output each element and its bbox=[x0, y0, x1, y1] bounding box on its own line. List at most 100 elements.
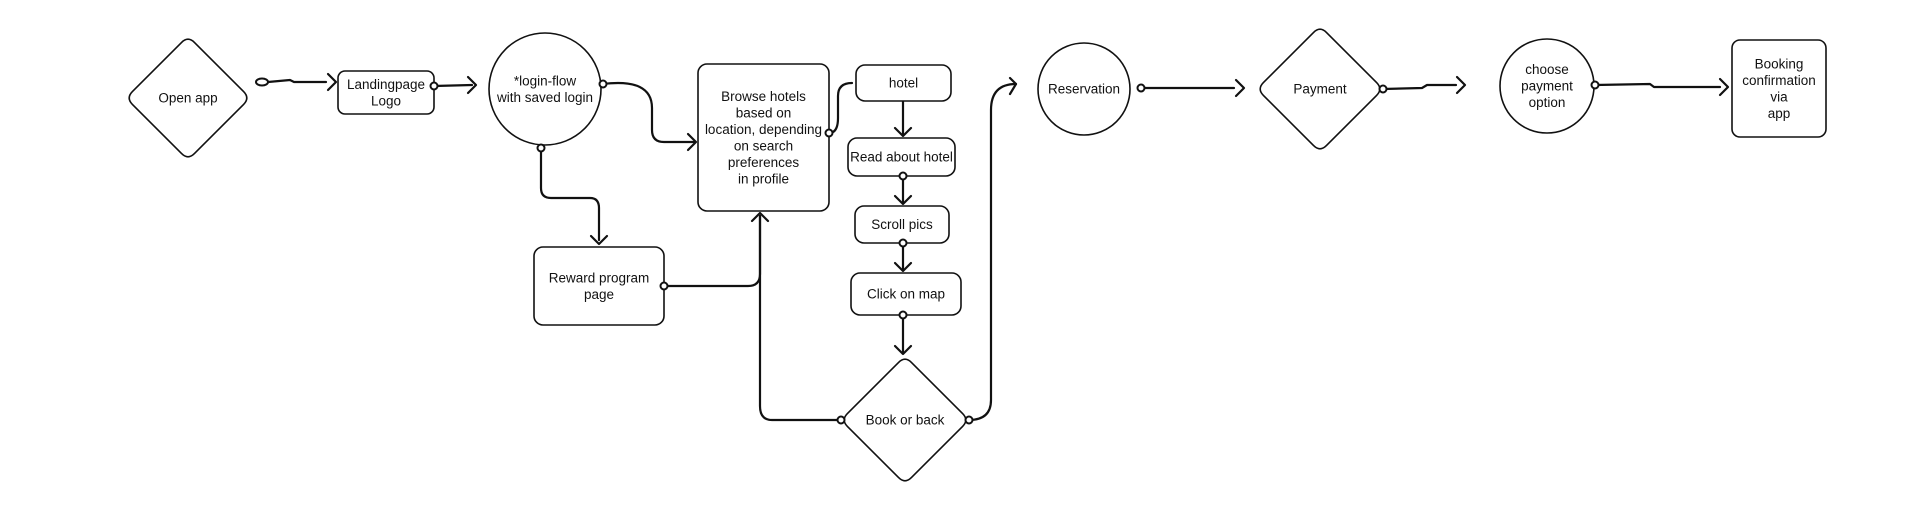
edge-book-or-back-to-reservation bbox=[967, 76, 1018, 422]
edge-reservation-to-payment-start-connector bbox=[1136, 83, 1146, 93]
edge-click-on-map-to-book-or-back-arrowhead bbox=[893, 344, 913, 356]
login-flow-label-line: with saved login bbox=[496, 90, 593, 105]
reservation-label: Reservation bbox=[1048, 82, 1120, 97]
edge-hotel-to-read-about-hotel bbox=[893, 99, 913, 138]
hotel-label-line: hotel bbox=[889, 76, 918, 91]
edge-book-or-back-to-browse-hotels-start-connector bbox=[836, 415, 846, 425]
login-flow-label: *login-flow with saved login bbox=[496, 73, 593, 105]
booking-confirmation-label-line: via bbox=[1770, 89, 1788, 104]
login-flow-label-line: *login-flow bbox=[514, 73, 577, 88]
edge-reward-program-to-browse-hotels-arrowhead bbox=[750, 211, 770, 223]
node-hotel: hotel bbox=[855, 64, 952, 102]
edge-login-flow-to-reward-program-start-connector bbox=[536, 143, 546, 153]
edge-open-app-to-landing-page-start-connector bbox=[255, 77, 269, 87]
payment-diamond bbox=[1259, 28, 1381, 150]
edge-browse-hotels-to-hotel-line bbox=[827, 81, 854, 135]
reward-program-label-line: page bbox=[584, 287, 614, 302]
edge-landing-page-to-login-flow bbox=[432, 75, 478, 95]
edge-login-flow-to-reward-program-arrowhead bbox=[589, 234, 609, 246]
edges-layer bbox=[266, 72, 1730, 422]
booking-confirmation-label-line: Booking bbox=[1755, 56, 1804, 71]
edge-reward-program-to-browse-hotels-line bbox=[662, 214, 762, 288]
scroll-pics-label-line: Scroll pics bbox=[871, 217, 933, 232]
edge-payment-to-choose-payment-start-connector bbox=[1378, 84, 1388, 94]
browse-hotels-label-line: in profile bbox=[738, 171, 789, 186]
edge-book-or-back-to-reservation-arrowhead bbox=[1008, 76, 1018, 96]
edge-login-flow-to-browse-hotels-line bbox=[601, 82, 696, 144]
node-book-or-back: Book or back bbox=[843, 358, 967, 482]
open-app-label: Open app bbox=[158, 91, 217, 106]
edge-open-app-to-landing-page bbox=[266, 72, 338, 92]
edge-login-flow-to-browse-hotels bbox=[601, 82, 698, 152]
choose-payment-label-line: choose bbox=[1525, 62, 1569, 77]
edge-book-or-back-to-reservation-start-connector bbox=[964, 415, 974, 425]
edge-book-or-back-to-browse-hotels-line bbox=[758, 214, 843, 422]
click-on-map-label: Click on map bbox=[867, 287, 945, 302]
scroll-pics-label: Scroll pics bbox=[871, 217, 933, 232]
reservation-label-line: Reservation bbox=[1048, 82, 1120, 97]
edge-click-on-map-to-book-or-back-start-connector bbox=[898, 310, 908, 320]
edge-choose-payment-to-booking-confirmation bbox=[1593, 77, 1730, 97]
reward-program-label-line: Reward program bbox=[549, 270, 650, 285]
browse-hotels-label-line: location, depending bbox=[705, 122, 822, 137]
choose-payment-label-line: option bbox=[1529, 95, 1566, 110]
click-on-map-label-line: Click on map bbox=[867, 287, 945, 302]
booking-confirmation-label-line: confirmation bbox=[1742, 73, 1816, 88]
edge-reward-program-to-browse-hotels bbox=[662, 211, 770, 288]
hotel-label: hotel bbox=[889, 76, 918, 91]
edge-login-flow-to-reward-program bbox=[539, 146, 609, 246]
open-app-label-line: Open app bbox=[158, 91, 217, 106]
edge-reservation-to-payment bbox=[1139, 78, 1246, 98]
edge-read-about-hotel-to-scroll-pics-arrowhead bbox=[893, 194, 913, 206]
edge-open-app-to-landing-page-line bbox=[266, 78, 328, 84]
edge-reservation-to-payment-arrowhead bbox=[1234, 78, 1246, 98]
node-reservation: Reservation bbox=[1037, 42, 1131, 136]
browse-hotels-label-line: preferences bbox=[728, 155, 800, 170]
book-or-back-label: Book or back bbox=[866, 413, 945, 428]
edge-browse-hotels-to-hotel bbox=[827, 81, 854, 135]
edge-read-about-hotel-to-scroll-pics-start-connector bbox=[898, 171, 908, 181]
node-reward-program: Reward program page bbox=[533, 246, 665, 326]
edge-choose-payment-to-booking-confirmation-start-connector bbox=[1590, 80, 1600, 90]
dots-layer bbox=[255, 77, 1600, 425]
node-scroll-pics: Scroll pics bbox=[854, 205, 950, 244]
payment-label-line: Payment bbox=[1293, 82, 1347, 97]
edge-landing-page-to-login-flow-line bbox=[432, 83, 474, 88]
read-about-hotel-label-line: Read about hotel bbox=[850, 150, 953, 165]
edge-login-flow-to-browse-hotels-arrowhead bbox=[686, 132, 698, 152]
edge-payment-to-choose-payment-line bbox=[1381, 83, 1458, 91]
edge-landing-page-to-login-flow-arrowhead bbox=[466, 75, 478, 95]
browse-hotels-label-line: on search bbox=[734, 138, 793, 153]
edge-choose-payment-to-booking-confirmation-arrowhead bbox=[1718, 77, 1730, 97]
edge-login-flow-to-browse-hotels-start-connector bbox=[598, 79, 608, 89]
reservation-circle bbox=[1037, 42, 1131, 136]
book-or-back-label-line: Book or back bbox=[866, 413, 945, 428]
node-open-app: Open app bbox=[128, 38, 248, 158]
landing-page-box bbox=[337, 70, 435, 115]
browse-hotels-label-line: Browse hotels bbox=[721, 89, 806, 104]
node-click-on-map: Click on map bbox=[850, 272, 962, 316]
edge-browse-hotels-to-hotel-start-connector bbox=[824, 128, 834, 138]
edge-reward-program-to-browse-hotels-start-connector bbox=[659, 281, 669, 291]
edge-landing-page-to-login-flow-start-connector bbox=[429, 81, 439, 91]
edge-click-on-map-to-book-or-back bbox=[893, 313, 913, 356]
node-login-flow: *login-flow with saved login bbox=[488, 32, 602, 146]
edge-book-or-back-to-reservation-line bbox=[967, 82, 1018, 422]
browse-hotels-label-line: based on bbox=[736, 105, 792, 120]
edge-open-app-to-landing-page-arrowhead bbox=[326, 72, 338, 92]
edge-payment-to-choose-payment-arrowhead bbox=[1455, 75, 1467, 95]
booking-confirmation-label-line: app bbox=[1768, 106, 1791, 121]
edge-scroll-pics-to-click-on-map-arrowhead bbox=[893, 261, 913, 273]
edge-login-flow-to-reward-program-line bbox=[539, 146, 601, 242]
edge-scroll-pics-to-click-on-map-start-connector bbox=[898, 238, 908, 248]
payment-label: Payment bbox=[1293, 82, 1347, 97]
